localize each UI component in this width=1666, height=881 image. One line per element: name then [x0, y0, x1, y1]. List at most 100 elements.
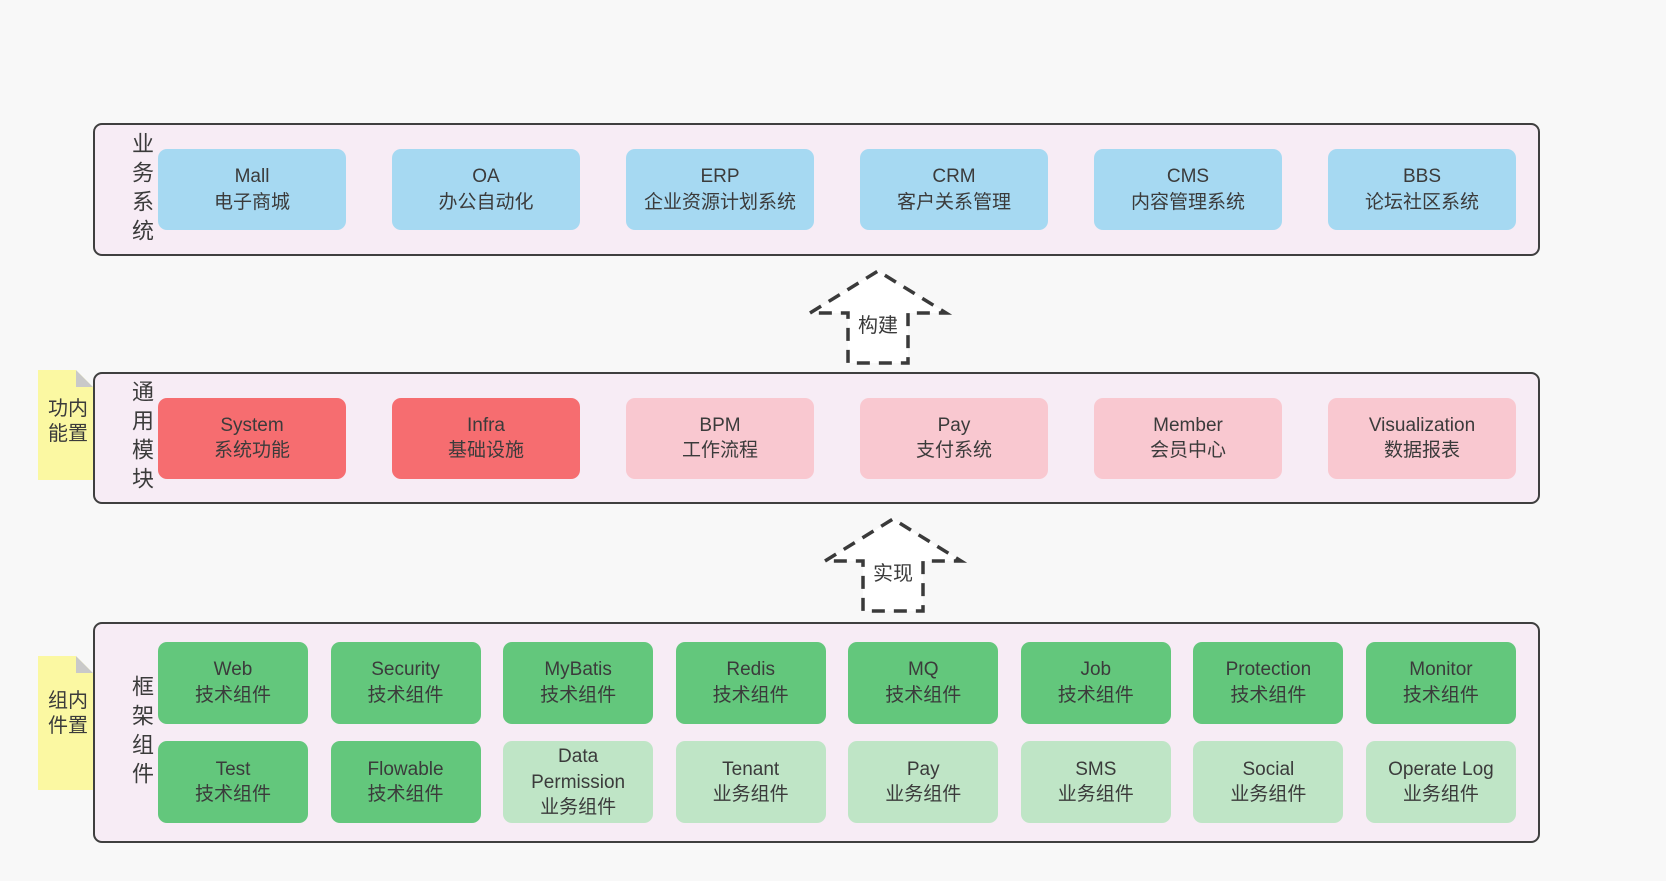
box-subtitle: 技术组件 — [885, 684, 962, 706]
box-mybatis: MyBatis 技术组件 — [503, 641, 654, 724]
box-subtitle: 基础设施 — [447, 440, 524, 461]
box-bbs: BBS 论坛社区系统 — [1328, 149, 1516, 230]
box-title: OA — [472, 166, 500, 188]
box-monitor: Monitor 技术组件 — [1365, 641, 1516, 724]
box-subtitle: 技术组件 — [1402, 684, 1479, 706]
box-erp: ERP 企业资源计划系统 — [626, 149, 814, 230]
box-subtitle: 工作流程 — [681, 440, 758, 461]
business-systems-boxes: Mall 电子商城 OA 办公自动化 ERP 企业资源计划系统 CRM 客户关系管理 CMS 内容… — [152, 125, 1538, 254]
sticky-note-built-in-features: 内置功能 — [38, 370, 93, 480]
box-subtitle: 技术组件 — [1057, 684, 1134, 706]
layer-common-modules-label: 通用模块 — [129, 380, 154, 496]
box-system: System 系统功能 — [158, 397, 346, 479]
box-title: CRM — [932, 166, 976, 188]
box-subtitle: 业务组件 — [712, 784, 789, 806]
box-protection: Protection 技术组件 — [1193, 641, 1344, 724]
box-title: Protection — [1225, 659, 1312, 681]
box-title: ERP — [700, 166, 740, 188]
box-title: Mall — [234, 166, 270, 188]
box-job: Job 技术组件 — [1020, 641, 1171, 724]
box-subtitle: 业务组件 — [885, 784, 962, 806]
box-flowable: Flowable 技术组件 — [330, 741, 481, 824]
box-title: Job — [1080, 659, 1112, 681]
note-fold-icon — [76, 656, 93, 673]
box-title: Social — [1242, 758, 1295, 780]
box-social: Social 业务组件 — [1193, 741, 1344, 824]
box-subtitle: 业务组件 — [1402, 784, 1479, 806]
box-title: Member — [1153, 414, 1223, 436]
implement-arrow: 实现 — [818, 515, 968, 615]
layer-business-systems-label: 业务系统 — [129, 131, 154, 248]
box-title: Web — [213, 659, 253, 681]
box-sms: SMS 业务组件 — [1020, 741, 1171, 824]
box-title: Redis — [726, 659, 775, 681]
box-title: Tenant — [722, 758, 780, 780]
box-title: CMS — [1166, 166, 1210, 188]
box-subtitle: 技术组件 — [194, 784, 271, 806]
box-subtitle: 数据报表 — [1383, 440, 1460, 461]
box-test: Test 技术组件 — [158, 741, 308, 824]
box-title: Pay — [906, 758, 940, 780]
box-tenant: Tenant 业务组件 — [675, 741, 826, 824]
build-arrow-label: 构建 — [855, 309, 901, 338]
box-cms: CMS 内容管理系统 — [1094, 149, 1282, 230]
box-redis: Redis 技术组件 — [675, 641, 826, 724]
box-subtitle: 技术组件 — [712, 684, 789, 706]
box-title: Test — [215, 758, 251, 780]
box-title: MyBatis — [544, 659, 612, 681]
box-title: Data Permission — [531, 746, 626, 793]
box-subtitle: 业务组件 — [1057, 784, 1134, 806]
box-subtitle: 客户关系管理 — [896, 191, 1011, 213]
box-subtitle: 技术组件 — [1230, 684, 1307, 706]
box-subtitle: 业务组件 — [1230, 784, 1307, 806]
box-subtitle: 企业资源计划系统 — [643, 191, 796, 213]
box-mall: Mall 电子商城 — [158, 149, 346, 230]
box-mq: MQ 技术组件 — [848, 641, 999, 724]
box-subtitle: 电子商城 — [213, 191, 290, 213]
box-operate-log: Operate Log 业务组件 — [1365, 741, 1516, 824]
box-subtitle: 会员中心 — [1149, 440, 1226, 461]
box-subtitle: 技术组件 — [367, 784, 444, 806]
box-title: Flowable — [367, 758, 444, 780]
box-title: Operate Log — [1388, 758, 1494, 780]
box-subtitle: 内容管理系统 — [1130, 191, 1245, 213]
box-subtitle: 论坛社区系统 — [1364, 191, 1479, 213]
box-subtitle: 技术组件 — [540, 684, 617, 706]
note-fold-icon — [76, 370, 93, 387]
box-security: Security 技术组件 — [330, 641, 481, 724]
box-subtitle: 系统功能 — [213, 440, 290, 461]
box-subtitle: 支付系统 — [915, 440, 992, 461]
box-subtitle: 业务组件 — [540, 797, 617, 819]
box-pay: Pay 支付系统 — [860, 397, 1048, 479]
layer-framework-components-label: 框架组件 — [129, 674, 154, 791]
sticky-note-built-in-components: 内置组件 — [38, 656, 93, 790]
implement-arrow-label: 实现 — [870, 557, 916, 586]
box-title: Security — [371, 659, 440, 681]
box-title: Pay — [937, 414, 971, 436]
box-title: System — [220, 414, 284, 436]
box-title: Monitor — [1409, 659, 1473, 681]
box-subtitle: 技术组件 — [367, 684, 444, 706]
box-title: MQ — [907, 659, 939, 681]
box-title: Visualization — [1368, 414, 1476, 436]
box-member: Member 会员中心 — [1094, 397, 1282, 479]
box-title: Infra — [466, 414, 506, 436]
sticky-note-built-in-features-label: 内置功能 — [44, 397, 87, 448]
box-title: SMS — [1075, 758, 1117, 780]
box-infra: Infra 基础设施 — [392, 397, 580, 479]
build-arrow: 构建 — [803, 267, 953, 367]
sticky-note-built-in-components-label: 内置组件 — [44, 689, 87, 740]
box-title: BBS — [1402, 166, 1442, 188]
box-oa: OA 办公自动化 — [392, 149, 580, 230]
layer-business-systems: 业务系统 Mall 电子商城 OA 办公自动化 ERP 企业资源计划系统 CRM 客户关系管理… — [93, 123, 1540, 256]
box-subtitle: 办公自动化 — [438, 191, 534, 213]
